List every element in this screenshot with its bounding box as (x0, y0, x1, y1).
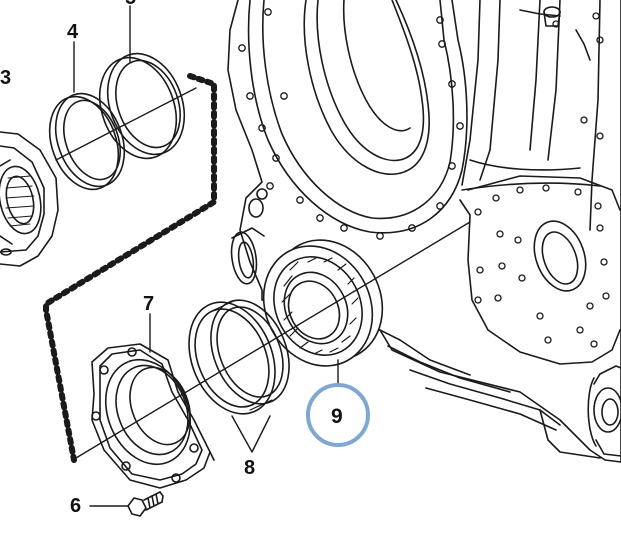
assembly-axis-lines (55, 87, 471, 459)
bolt-part-6[interactable] (127, 491, 164, 517)
housing-bolt-holes (238, 8, 610, 348)
flange-cover-part-7[interactable] (91, 343, 215, 489)
callout-7[interactable]: 7 (143, 293, 154, 315)
callout-3[interactable]: 3 (0, 67, 11, 89)
callout-9[interactable]: 9 (331, 405, 343, 428)
callout-5[interactable]: 5 (125, 0, 136, 9)
transmission-housing (227, 0, 621, 463)
callout-6[interactable]: 6 (70, 495, 81, 517)
highlight-circle (306, 383, 370, 447)
callout-4[interactable]: 4 (67, 21, 79, 43)
leader-lines (73, 5, 339, 507)
ring-part-4[interactable] (38, 84, 137, 199)
bearing-part-9[interactable] (243, 221, 403, 385)
callout-8[interactable]: 8 (244, 457, 255, 479)
assembly-bracket (43, 73, 217, 463)
flange-yoke-part-3[interactable] (0, 131, 59, 267)
ring-part-5[interactable] (86, 43, 197, 169)
